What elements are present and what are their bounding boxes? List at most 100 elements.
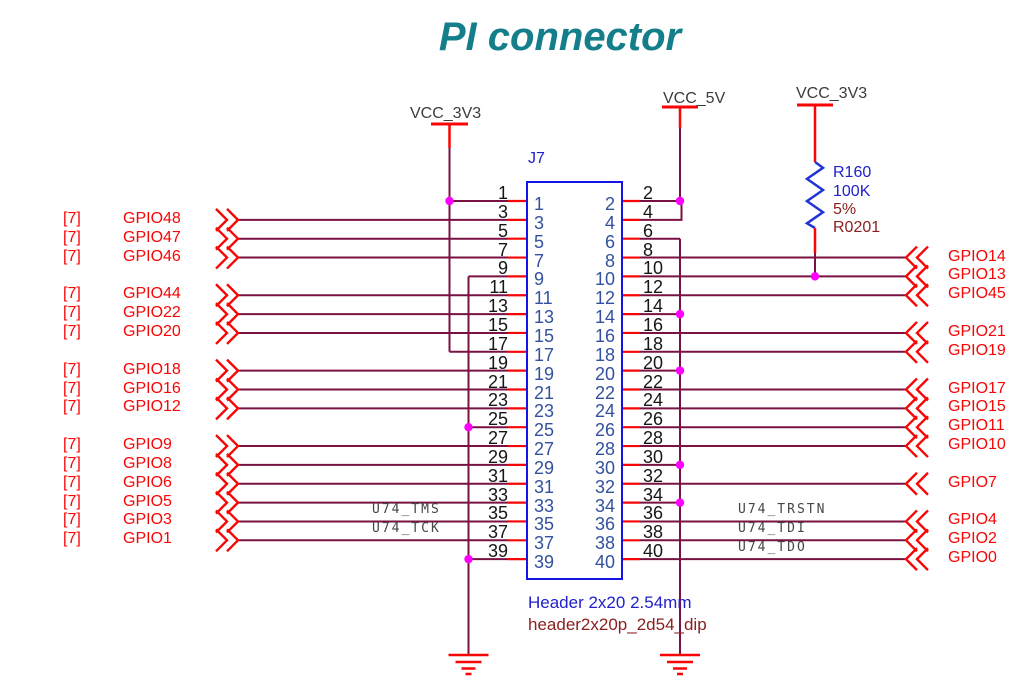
pin-number-outer-left: 3 [497, 201, 508, 222]
junction-dot [445, 196, 454, 206]
pin-number-inner-left: 23 [534, 401, 555, 422]
net-name-left: GPIO18 [123, 360, 181, 378]
pin-number-outer-right: 8 [643, 239, 654, 260]
sheet-reference: [7] [63, 379, 81, 397]
pin-number-outer-left: 29 [487, 446, 508, 467]
pin-number-inner-left: 13 [534, 307, 555, 328]
net-name-left: GPIO6 [123, 473, 172, 491]
pin-number-inner-left: 7 [534, 250, 545, 271]
pin-number-inner-right: 14 [594, 307, 615, 328]
sheet-reference: [7] [63, 398, 81, 416]
sheet-reference: [7] [63, 492, 81, 510]
pin-number-inner-left: 37 [534, 533, 555, 554]
pin-number-inner-left: 25 [534, 420, 555, 441]
offpage-chevron-right-icon [904, 264, 929, 289]
pin-number-inner-left: 11 [534, 288, 553, 309]
sheet-reference: [7] [63, 285, 81, 303]
net-name-left: GPIO3 [123, 511, 172, 529]
net-name-right: GPIO21 [948, 322, 1006, 340]
pin-number-outer-right: 40 [643, 541, 664, 562]
sheet-reference: [7] [63, 473, 81, 491]
pin-number-inner-left: 9 [534, 269, 545, 290]
offpage-chevron-right-icon [904, 471, 929, 496]
net-name-left: GPIO46 [123, 247, 181, 265]
pin-number-inner-right: 18 [594, 344, 615, 365]
sheet-reference: [7] [63, 228, 81, 246]
pin-number-inner-right: 30 [594, 457, 615, 478]
pin-number-inner-left: 17 [534, 344, 555, 365]
offpage-chevron-left-icon [215, 377, 240, 402]
pin-number-outer-right: 26 [643, 409, 664, 430]
pin-number-outer-right: 2 [643, 183, 654, 203]
net-name-right: GPIO0 [948, 549, 997, 567]
net-label: U74_TMS [372, 502, 441, 518]
sheet-reference: [7] [63, 304, 81, 322]
offpage-chevron-left-icon [215, 528, 240, 553]
resistor-symbol [804, 160, 826, 230]
pin-number-inner-left: 35 [534, 514, 555, 535]
pin-number-inner-left: 3 [534, 212, 545, 233]
sheet-reference: [7] [63, 360, 81, 378]
net-name-left: GPIO1 [123, 530, 172, 548]
pin-number-outer-right: 6 [643, 220, 654, 241]
pin-number-outer-left: 39 [487, 541, 508, 562]
offpage-chevron-left-icon [215, 471, 240, 496]
pin-number-outer-left: 13 [487, 296, 508, 317]
pin-number-outer-right: 16 [643, 314, 664, 335]
pin-number-inner-right: 38 [594, 533, 615, 554]
offpage-chevron-left-icon [215, 208, 240, 232]
net-label: U74_TRSTN [738, 502, 827, 518]
pin-number-inner-left: 15 [534, 325, 555, 346]
offpage-chevron-right-icon [904, 339, 929, 364]
net-name-right: GPIO14 [948, 247, 1006, 265]
net-label: U74_TDI [738, 521, 807, 537]
pin-number-outer-left: 21 [487, 371, 508, 392]
offpage-chevron-left-icon [215, 302, 240, 326]
offpage-chevron-left-icon [215, 283, 240, 308]
offpage-chevron-right-icon [904, 377, 929, 402]
pin-number-outer-right: 12 [643, 277, 664, 298]
offpage-chevron-right-icon [904, 509, 929, 534]
pin-number-inner-right: 6 [604, 231, 615, 252]
power-label-vcc3v3-right: VCC_3V3 [796, 85, 868, 102]
pin-number-outer-left: 7 [497, 239, 508, 260]
net-name-right: GPIO15 [948, 398, 1006, 416]
net-name-left: GPIO44 [123, 285, 181, 303]
resistor-value: 100K [833, 183, 871, 200]
offpage-chevron-left-icon [215, 453, 240, 477]
net-name-right: GPIO11 [948, 417, 1005, 435]
sheet-reference: [7] [63, 530, 81, 548]
pin-number-inner-left: 1 [534, 194, 545, 214]
connector-designator: J7 [528, 150, 545, 167]
pin-number-inner-right: 28 [594, 439, 615, 460]
wire [640, 201, 683, 221]
net-name-left: GPIO20 [123, 322, 181, 340]
resistor-reference: R160 [833, 164, 872, 181]
junction-dot [675, 498, 685, 507]
pin-number-inner-right: 10 [594, 269, 615, 290]
pin-number-inner-left: 27 [534, 439, 555, 460]
net-name-right: GPIO7 [948, 473, 997, 491]
pin-number-outer-right: 32 [643, 465, 664, 486]
sheet-reference: [7] [63, 436, 81, 454]
offpage-chevron-right-icon [904, 321, 929, 345]
pin-number-inner-right: 34 [594, 495, 615, 516]
pin-number-outer-left: 17 [487, 333, 508, 354]
offpage-chevron-left-icon [215, 434, 240, 458]
net-name-left: GPIO9 [123, 436, 172, 454]
pin-number-inner-right: 8 [604, 250, 615, 271]
resistor-tolerance: 5% [833, 201, 857, 218]
pin-number-outer-right: 30 [643, 446, 664, 467]
net-name-right: GPIO4 [948, 511, 997, 529]
pin-number-outer-right: 38 [643, 522, 664, 543]
pin-number-outer-right: 24 [643, 390, 664, 411]
pin-number-outer-right: 14 [643, 296, 664, 317]
offpage-chevron-left-icon [215, 358, 240, 383]
connector-footprint-name: header2x20p_2d54_dip [528, 615, 707, 634]
power-label-vcc3v3-left: VCC_3V3 [410, 105, 482, 122]
junction-dot [464, 554, 473, 564]
net-name-left: GPIO22 [123, 304, 181, 322]
pin-number-inner-right: 16 [594, 325, 615, 346]
offpage-chevron-right-icon [904, 528, 929, 553]
